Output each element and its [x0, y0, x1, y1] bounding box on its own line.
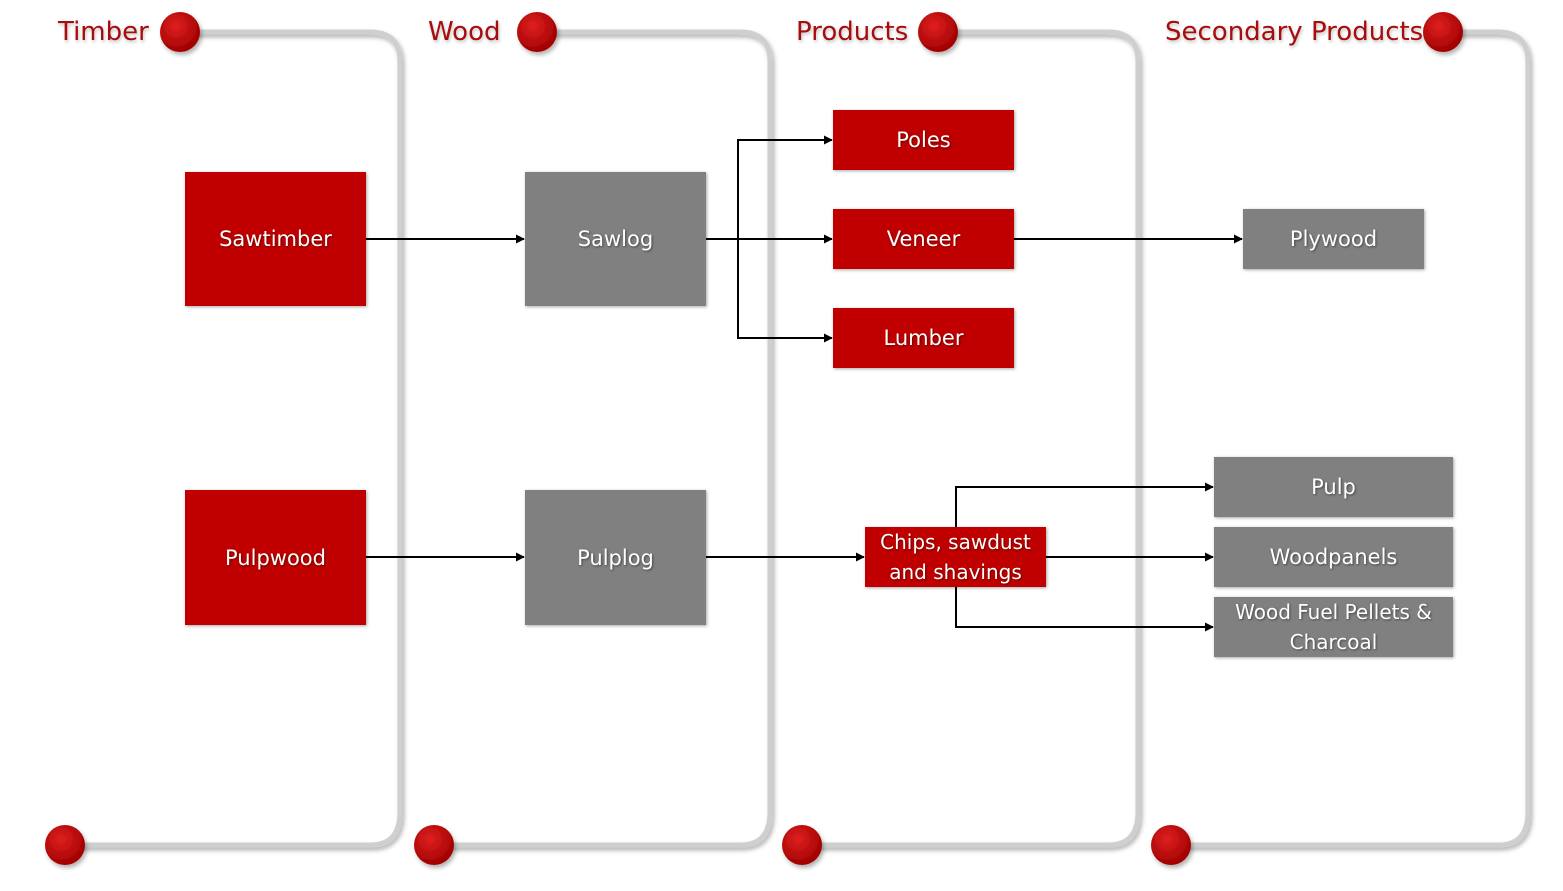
header-wood: Wood	[428, 17, 501, 47]
arrow-sawlog-lumber	[737, 239, 833, 343]
arrow-chips-pulp	[955, 482, 1214, 527]
bracket-secondary	[1171, 29, 1531, 848]
node-plywood: Plywood	[1243, 209, 1424, 269]
node-lumber: Lumber	[833, 308, 1014, 368]
dot-timber-bottom	[45, 825, 85, 865]
dot-products-bottom	[782, 825, 822, 865]
node-wood-fuel-pellets-charcoal: Wood Fuel Pellets & Charcoal	[1214, 597, 1453, 657]
header-timber: Timber	[58, 17, 149, 47]
dot-secondary-top	[1423, 12, 1463, 52]
node-pulpwood: Pulpwood	[185, 490, 366, 625]
node-pulp: Pulp	[1214, 457, 1453, 517]
dot-secondary-bottom	[1151, 825, 1191, 865]
dot-wood-bottom	[414, 825, 454, 865]
arrow-chips-fuel	[955, 587, 1214, 632]
bracket-products	[802, 29, 1141, 848]
bracket-wood	[434, 29, 773, 848]
dot-products-top	[918, 12, 958, 52]
header-secondary-products: Secondary Products	[1165, 17, 1424, 47]
arrow-sawlog-poles	[737, 135, 833, 239]
node-sawlog: Sawlog	[525, 172, 706, 306]
header-products: Products	[796, 17, 909, 47]
node-veneer: Veneer	[833, 209, 1014, 269]
node-woodpanels: Woodpanels	[1214, 527, 1453, 587]
dot-timber-top	[160, 12, 200, 52]
dot-wood-top	[517, 12, 557, 52]
bracket-timber	[65, 29, 403, 848]
node-sawtimber: Sawtimber	[185, 172, 366, 306]
node-chips-sawdust-shavings: Chips, sawdust and shavings	[865, 527, 1046, 587]
node-pulplog: Pulplog	[525, 490, 706, 625]
node-poles: Poles	[833, 110, 1014, 170]
